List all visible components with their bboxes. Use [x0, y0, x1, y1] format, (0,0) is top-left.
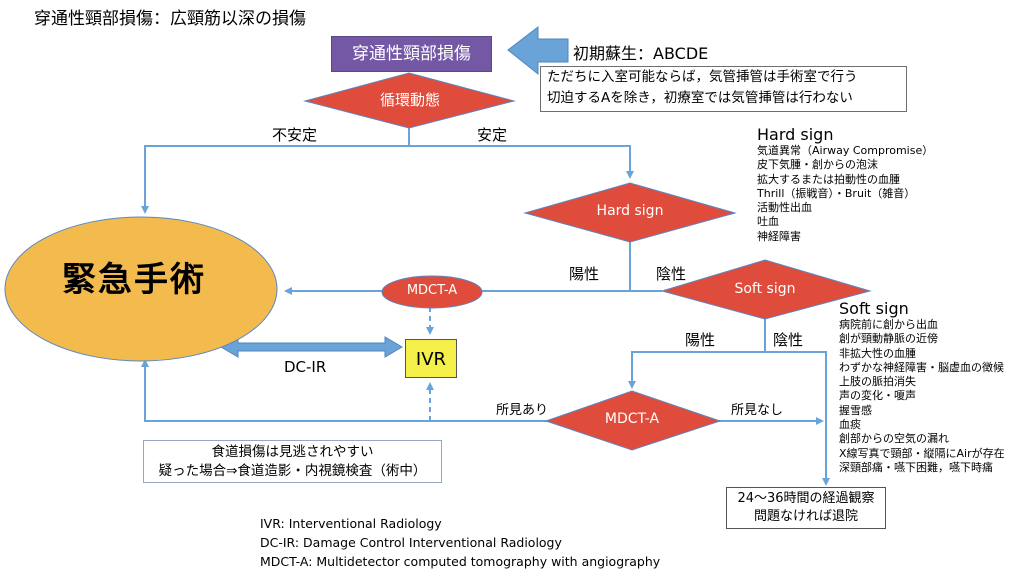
airway-note-line1: ただちに入室可能ならば，気管挿管は手術室で行う [547, 69, 858, 85]
initial-resuscitation-label: 初期蘇生：ABCDE [573, 44, 709, 63]
esophagus-note-line2: 疑った場合⇒食道造影・内視鏡検査（術中） [158, 463, 427, 479]
hard-sign-item: Thrill（振戦音）・Bruit（雑音） [757, 186, 916, 200]
abbreviation-item: IVR: Interventional Radiology [260, 516, 442, 531]
label-hard-positive: 陽性 [569, 265, 600, 283]
decision-mdct-a-label: MDCT-A [604, 411, 660, 427]
diamond-soft-sign [660, 259, 872, 320]
label-soft-negative: 陰性 [773, 331, 804, 349]
abbreviation-item: DC-IR: Damage Control Interventional Rad… [260, 535, 562, 550]
soft-sign-item: 握雪感 [839, 403, 872, 417]
abbreviation-legend: IVR: Interventional Radiology DC-IR: Dam… [260, 514, 660, 571]
soft-sign-item: わずかな神経障害・脳虚血の徴候 [839, 360, 1004, 374]
soft-sign-item: 創が頸動静脈の近傍 [839, 332, 938, 346]
airway-note-box: ただちに入室可能ならば，気管挿管は手術室で行う 切迫するAを除き，初療室では気管… [540, 66, 907, 112]
abbreviation-item: MDCT-A: Multidetector computed tomograph… [260, 554, 661, 569]
soft-sign-item: 血痰 [839, 418, 861, 432]
hard-sign-item: 神経障害 [757, 229, 801, 243]
connector-stable [409, 145, 634, 179]
connector-soft-negative [765, 351, 830, 486]
decision-hard-sign-label: Hard sign [596, 203, 664, 219]
soft-sign-item: 深頸部痛・嚥下困難，嚥下時痛 [839, 460, 993, 474]
connector-soft-positive [628, 351, 765, 389]
soft-sign-item: X線写真で頸部・縦隔にAirが存在 [839, 446, 1005, 460]
diamond-circulation [303, 72, 516, 129]
observation-line2: 問題なければ退院 [753, 509, 858, 524]
observation-line1: 24～36時間の経過観察 [737, 491, 875, 506]
observation-box: 24～36時間の経過観察 問題なければ退院 [726, 487, 886, 529]
decision-circulation-label: 循環動態 [379, 91, 440, 109]
label-finding-no: 所見なし [731, 403, 784, 418]
label-finding-yes: 所見あり [496, 403, 549, 418]
esophagus-note-box: 食道損傷は見逃されやすい 疑った場合⇒食道造影・内視鏡検査（術中） [143, 440, 442, 483]
soft-sign-list: Soft sign 病院前に創から出血 創が頸動静脈の近傍 非拡大性の血腫 わず… [839, 299, 1005, 475]
soft-sign-item: 声の変化・嗄声 [839, 389, 916, 403]
page-title: 穿通性頸部損傷：広頸筋以深の損傷 [34, 9, 306, 29]
soft-sign-item: 創部からの空気の漏れ [839, 432, 949, 446]
emergency-surgery-label: 緊急手術 [62, 260, 206, 300]
mdct-a-oval [381, 275, 483, 309]
connector-finding-yes [141, 359, 563, 422]
label-unstable: 不安定 [272, 126, 318, 144]
emergency-surgery-oval [4, 216, 278, 362]
start-box: 穿通性頸部損傷 [331, 36, 492, 72]
hard-sign-item: 皮下気腫・創からの泡沫 [757, 158, 878, 172]
hard-sign-item: 拡大するまたは拍動性の血腫 [757, 172, 900, 186]
decision-soft-sign-label: Soft sign [734, 281, 796, 297]
hard-sign-item: 活動性出血 [757, 201, 812, 215]
left-arrow-icon [507, 25, 569, 76]
connector-unstable [141, 145, 409, 214]
esophagus-note-line1: 食道損傷は見逃されやすい [211, 444, 374, 460]
soft-sign-item: 病院前に創から出血 [839, 318, 938, 331]
label-hard-negative: 陰性 [656, 265, 687, 283]
mdct-a-oval-label: MDCT-A [406, 283, 458, 298]
diamond-mdct-a [544, 390, 722, 451]
label-soft-positive: 陽性 [685, 331, 716, 349]
dc-ir-label: DC-IR [284, 358, 327, 376]
soft-sign-heading: Soft sign [839, 299, 909, 318]
hard-sign-heading: Hard sign [757, 125, 834, 144]
soft-sign-item: 非拡大性の血腫 [839, 346, 916, 360]
label-stable: 安定 [477, 126, 508, 144]
hard-sign-list: Hard sign 気道異常（Airway Compromise） 皮下気腫・創… [757, 125, 933, 244]
double-arrow-icon [220, 336, 403, 358]
airway-note-line2: 切迫するAを除き，初療室では気管挿管は行わない [547, 90, 853, 106]
diamond-hard-sign [523, 182, 737, 243]
hard-sign-item: 吐血 [757, 215, 779, 229]
soft-sign-item: 上肢の脈拍消失 [839, 375, 916, 389]
hard-sign-item: 気道異常（Airway Compromise） [757, 144, 934, 157]
ivr-box: IVR [405, 339, 457, 378]
